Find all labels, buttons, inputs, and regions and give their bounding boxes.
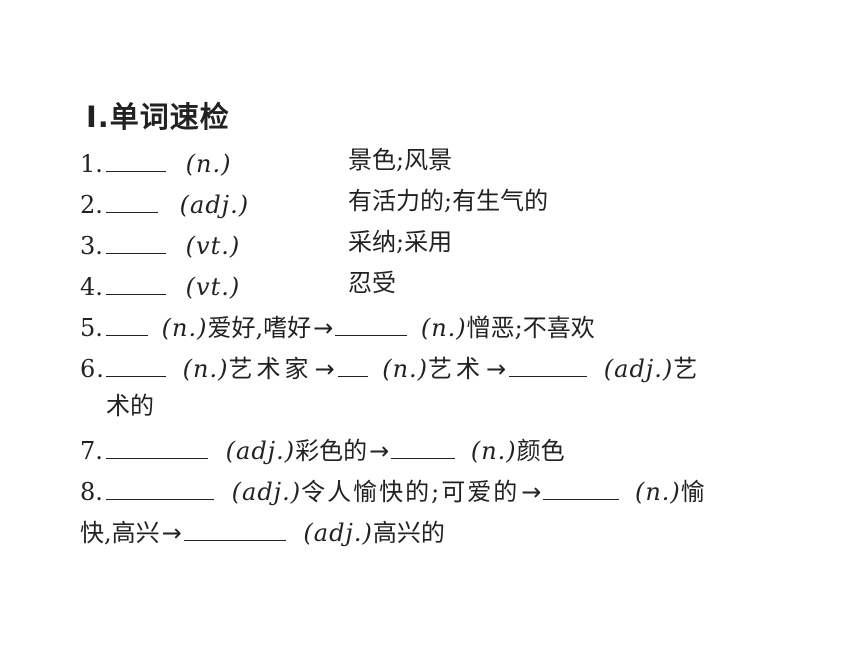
- item-meaning: 艺术家: [228, 355, 313, 383]
- part-of-speech: (adj.): [179, 191, 250, 219]
- item-number: 2.: [80, 191, 103, 219]
- item-meaning: 术的: [106, 392, 154, 420]
- answer-blank[interactable]: [106, 145, 166, 172]
- answer-blank[interactable]: [337, 350, 368, 377]
- arrow-icon: →: [161, 519, 182, 547]
- arrow-icon: →: [369, 437, 390, 465]
- answer-blank[interactable]: [106, 473, 214, 500]
- arrow-icon: →: [313, 314, 334, 342]
- item-meaning: 有活力的;有生气的: [348, 187, 549, 215]
- answer-blank[interactable]: [106, 227, 166, 254]
- answer-blank[interactable]: [183, 514, 286, 541]
- list-item: 5. (n.)爱好,嗜好→ (n.)憎恶;不喜欢: [80, 309, 595, 343]
- answer-blank[interactable]: [335, 309, 408, 336]
- item-meaning: 爱好,嗜好: [207, 314, 312, 342]
- part-of-speech: (adj.): [303, 519, 373, 547]
- item-number: 8.: [80, 478, 103, 506]
- item-meaning: 快,高兴: [80, 519, 160, 547]
- item-meaning: 令人愉快的;可爱的: [301, 478, 520, 506]
- list-item: 4. (vt.) 忍受: [80, 268, 396, 302]
- answer-blank[interactable]: [106, 432, 208, 459]
- answer-blank[interactable]: [106, 309, 148, 336]
- list-item: 1. (n.) 景色;风景: [80, 145, 452, 179]
- list-item-continuation: 快,高兴→ (adj.)高兴的: [80, 514, 445, 548]
- item-meaning: 颜色: [516, 437, 565, 465]
- item-number: 7.: [80, 437, 103, 465]
- list-item: 6. (n.)艺术家→ (n.)艺术→ (adj.)艺: [80, 350, 698, 384]
- item-number: 6.: [80, 355, 105, 383]
- part-of-speech: (adj.): [231, 478, 302, 506]
- item-number: 5.: [80, 314, 103, 342]
- part-of-speech: (n.): [182, 355, 229, 383]
- list-item: 2. (adj.) 有活力的;有生气的: [80, 186, 548, 220]
- item-meaning: 憎恶;不喜欢: [466, 314, 595, 342]
- list-item: 8. (adj.)令人愉快的;可爱的→ (n.)愉: [80, 473, 705, 507]
- answer-blank[interactable]: [106, 268, 166, 295]
- item-number: 3.: [80, 232, 103, 260]
- list-item: 7. (adj.)彩色的→ (n.)颜色: [80, 432, 565, 466]
- part-of-speech: (adj.): [603, 355, 674, 383]
- list-item: 3. (vt.) 采纳;采用: [80, 227, 452, 261]
- answer-blank[interactable]: [543, 473, 620, 500]
- answer-blank[interactable]: [106, 186, 158, 213]
- item-meaning: 愉: [680, 478, 705, 506]
- item-number: 4.: [80, 273, 103, 301]
- part-of-speech: (n.): [161, 314, 208, 342]
- item-meaning: 艺术: [428, 355, 485, 383]
- part-of-speech: (n.): [185, 150, 232, 178]
- item-meaning: 彩色的: [295, 437, 368, 465]
- item-meaning: 高兴的: [372, 519, 445, 547]
- item-meaning: 景色;风景: [348, 146, 453, 174]
- part-of-speech: (n.): [420, 314, 467, 342]
- arrow-icon: →: [486, 355, 508, 383]
- part-of-speech: (n.): [634, 478, 681, 506]
- arrow-icon: →: [521, 478, 542, 506]
- arrow-icon: →: [314, 355, 336, 383]
- item-number: 1.: [80, 150, 103, 178]
- item-meaning: 艺: [673, 355, 699, 383]
- answer-blank[interactable]: [391, 432, 456, 459]
- answer-blank[interactable]: [509, 350, 588, 377]
- part-of-speech: (n.): [382, 355, 429, 383]
- item-meaning: 采纳;采用: [348, 228, 453, 256]
- item-meaning: 忍受: [348, 269, 396, 297]
- answer-blank[interactable]: [106, 350, 166, 377]
- part-of-speech: (vt.): [185, 232, 241, 260]
- part-of-speech: (vt.): [185, 273, 241, 301]
- list-item-continuation: 术的: [106, 391, 154, 421]
- part-of-speech: (n.): [470, 437, 517, 465]
- section-title: Ⅰ.单词速检: [86, 100, 230, 134]
- part-of-speech: (adj.): [225, 437, 296, 465]
